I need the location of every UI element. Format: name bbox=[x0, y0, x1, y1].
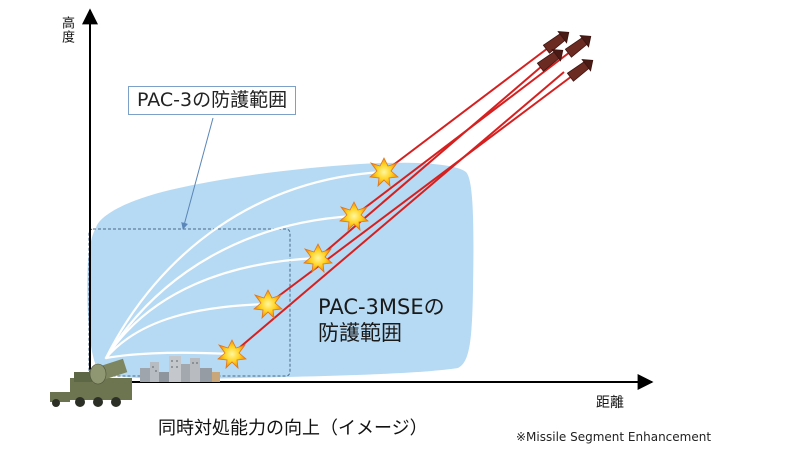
incoming-missiles bbox=[536, 31, 594, 82]
pac3-area-callout: PAC-3の防護範囲 bbox=[128, 86, 297, 115]
ballistic-missile-icon bbox=[542, 31, 570, 54]
pac3mse-protection-area bbox=[87, 162, 474, 380]
ballistic-missile-icon bbox=[566, 59, 594, 82]
interceptor-trajectories bbox=[104, 170, 386, 360]
explosion-icon bbox=[253, 289, 283, 320]
explosion-icon bbox=[217, 339, 247, 370]
missile-trajectory-1 bbox=[383, 47, 549, 173]
patriot-launcher-icon bbox=[50, 358, 132, 407]
ballistic-missile-icon bbox=[536, 49, 564, 72]
explosion-icon bbox=[303, 243, 333, 274]
missile-trajectory-5 bbox=[231, 71, 565, 355]
pac3mse-area-label-line2: 防護範囲 bbox=[318, 321, 402, 346]
explosion-icon bbox=[339, 201, 369, 232]
pac3mse-area-label-line1: PAC-3MSEの bbox=[318, 295, 445, 319]
explosions bbox=[217, 157, 399, 370]
y-axis-label: 高度 bbox=[59, 16, 74, 44]
missile-trajectory-3 bbox=[317, 65, 543, 259]
ballistic-missile-icon bbox=[564, 35, 592, 58]
diagram-caption: 同時対処能力の向上（イメージ） bbox=[158, 418, 428, 439]
interceptor-trajectory-2 bbox=[104, 214, 356, 360]
x-axis-label: 距離 bbox=[596, 395, 624, 411]
interceptor-trajectory-3 bbox=[104, 256, 320, 360]
interceptor-trajectory-5 bbox=[104, 351, 234, 360]
footnote: ※Missile Segment Enhancement bbox=[516, 430, 712, 444]
city-buildings-icon bbox=[140, 356, 220, 382]
explosion-icon bbox=[369, 157, 399, 188]
callout-leader-line bbox=[181, 117, 214, 230]
pac3mse-area-label: PAC-3MSEの 防護範囲 bbox=[318, 294, 498, 347]
interceptor-trajectory-4 bbox=[104, 302, 270, 360]
interceptor-trajectory-1 bbox=[104, 170, 386, 360]
